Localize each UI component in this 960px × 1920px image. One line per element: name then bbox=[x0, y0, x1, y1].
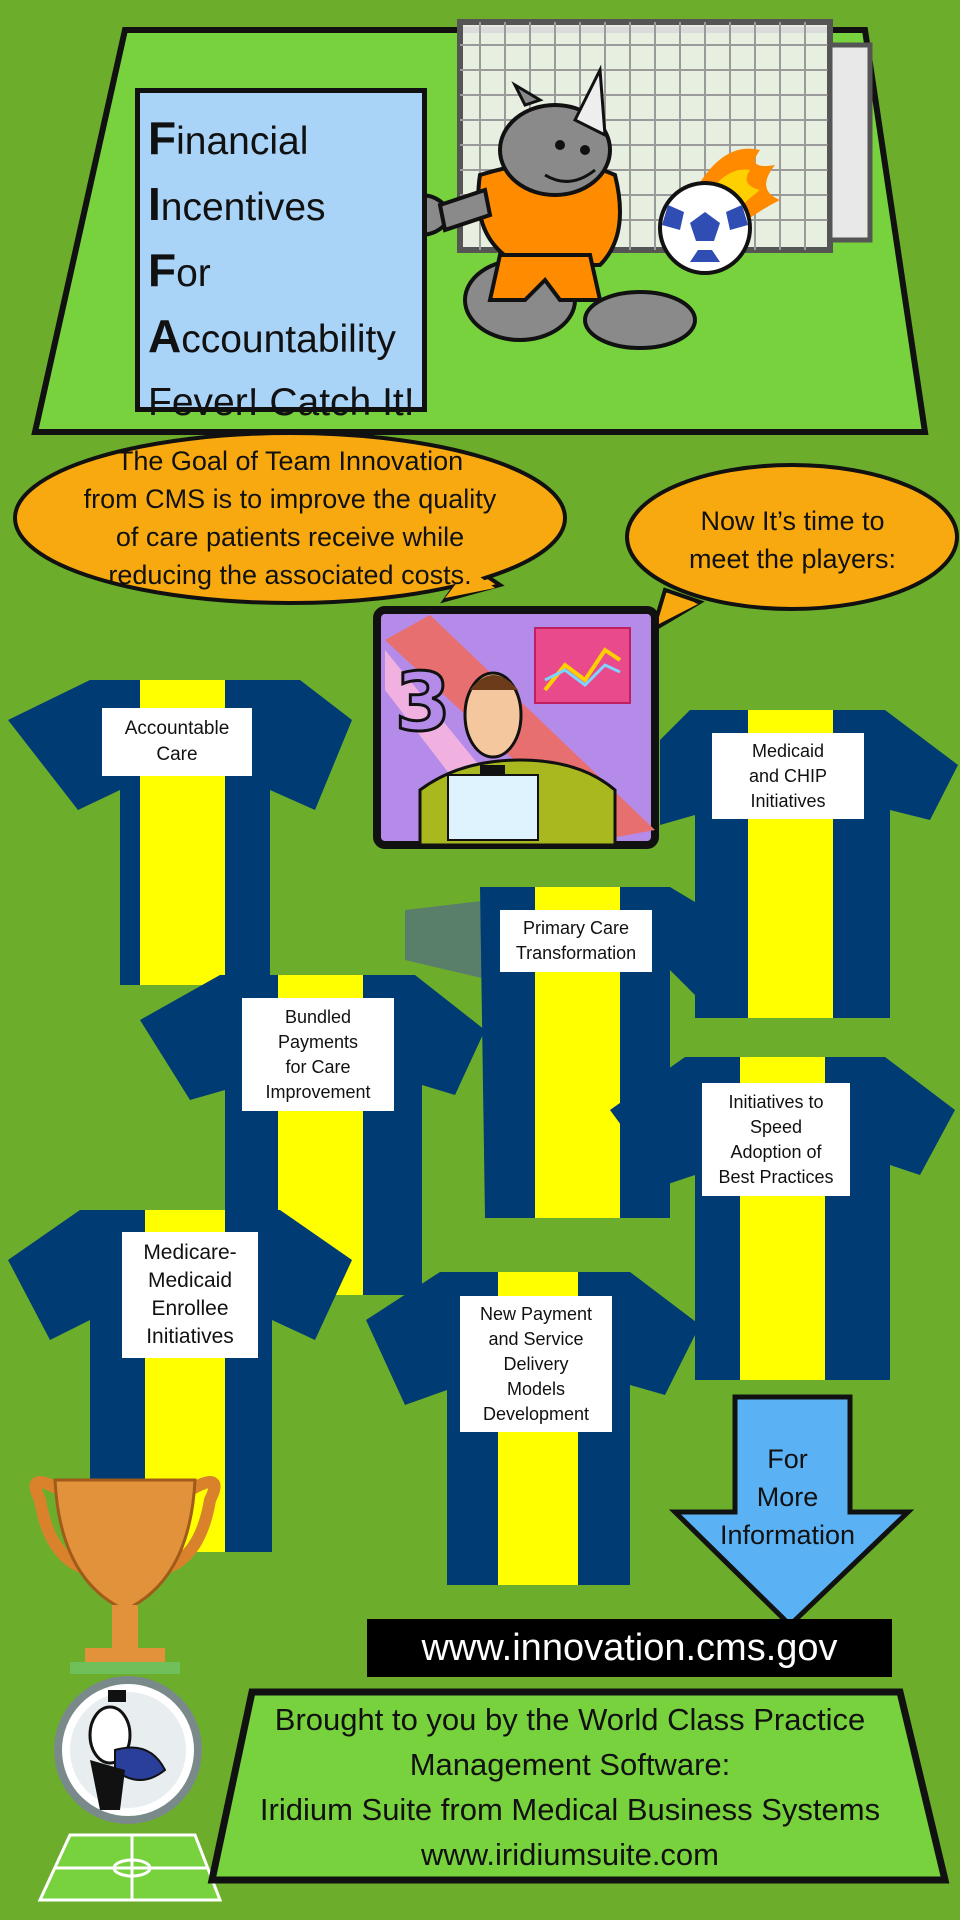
goal-bubble-text: The Goal of Team Innovation from CMS is … bbox=[40, 442, 540, 594]
goal-line-4: reducing the associated costs. bbox=[108, 560, 472, 590]
mascot-badge-icon bbox=[54, 1676, 202, 1824]
footer-line-3: Iridium Suite from Medical Business Syst… bbox=[259, 1792, 881, 1827]
label-line: Care bbox=[156, 744, 198, 765]
footer-line-2: Management Software: bbox=[409, 1747, 731, 1782]
innovation-url-link[interactable]: www.innovation.cms.gov bbox=[367, 1619, 892, 1677]
players-line-2: meet the players: bbox=[688, 544, 897, 574]
goal-line-2: from CMS is to improve the quality bbox=[83, 484, 497, 514]
title-line-incentives: Incentives bbox=[148, 178, 326, 230]
label-line: Initiatives to bbox=[728, 1091, 824, 1112]
label-line: Best Practices bbox=[718, 1166, 834, 1187]
goal-speech-bubble bbox=[13, 431, 567, 605]
label-line: Payments bbox=[277, 1031, 359, 1052]
label-line: Medicare- bbox=[143, 1241, 237, 1264]
soccer-field-icon bbox=[37, 1833, 223, 1902]
label-line: Enrollee bbox=[151, 1297, 229, 1320]
label-line: Initiatives bbox=[750, 790, 826, 811]
more-info-line: Information bbox=[719, 1520, 856, 1550]
label-line: Development bbox=[482, 1403, 590, 1424]
goal-line-1: The Goal of Team Innovation bbox=[116, 446, 464, 476]
title-box: Financial Incentives For Accountability … bbox=[135, 88, 427, 424]
iridium-url-link[interactable]: www.iridiumsuite.com bbox=[420, 1837, 719, 1872]
title-line-for: For bbox=[148, 244, 211, 296]
label-line: Transformation bbox=[515, 943, 637, 963]
label-line: Primary Care bbox=[522, 918, 629, 938]
players-bubble-text: Now It’s time to meet the players: bbox=[650, 502, 935, 578]
label-line: Delivery bbox=[503, 1353, 569, 1374]
label-line: Accountable bbox=[124, 718, 230, 739]
trophy-icon bbox=[29, 1476, 221, 1674]
more-info-line: For bbox=[767, 1444, 808, 1474]
label-line: Speed bbox=[749, 1116, 803, 1137]
footer-line-1: Brought to you by the World Class Practi… bbox=[274, 1702, 866, 1737]
footer-panel bbox=[207, 1688, 950, 1884]
title-line-accountability: Accountability bbox=[148, 310, 396, 362]
down-arrow-icon bbox=[668, 1394, 915, 1629]
label-line: Models bbox=[506, 1378, 565, 1399]
label-line: and CHIP bbox=[748, 765, 828, 786]
tv-announcer-icon: 3 bbox=[373, 606, 659, 849]
label-line: Adoption of bbox=[730, 1141, 822, 1162]
label-line: Improvement bbox=[265, 1081, 371, 1102]
label-medicaid-chip: Medicaid and CHIP Initiatives bbox=[712, 733, 864, 819]
title-line-financial: Financial bbox=[148, 112, 309, 164]
label-line: Initiatives bbox=[146, 1325, 234, 1348]
label-line: and Service bbox=[488, 1328, 584, 1349]
players-speech-bubble bbox=[625, 463, 959, 635]
label-line: for Care bbox=[285, 1056, 351, 1077]
footer-text: Brought to you by the World Class Practi… bbox=[225, 1697, 915, 1877]
label-line: Bundled bbox=[284, 1006, 352, 1027]
players-line-1: Now It’s time to bbox=[700, 506, 885, 536]
rhino-mascot-icon bbox=[390, 64, 697, 350]
label-line: Medicaid bbox=[751, 740, 825, 761]
label-line: Medicaid bbox=[147, 1269, 233, 1292]
flaming-soccer-ball-icon bbox=[658, 148, 780, 275]
label-line: New Payment bbox=[479, 1303, 593, 1324]
more-info-text: For More Information bbox=[690, 1440, 885, 1554]
goal-line-3: of care patients receive while bbox=[115, 522, 465, 552]
tv-number: 3 bbox=[395, 656, 451, 749]
more-info-line: More bbox=[756, 1482, 819, 1512]
title-tagline: Fever! Catch It! bbox=[148, 381, 415, 424]
